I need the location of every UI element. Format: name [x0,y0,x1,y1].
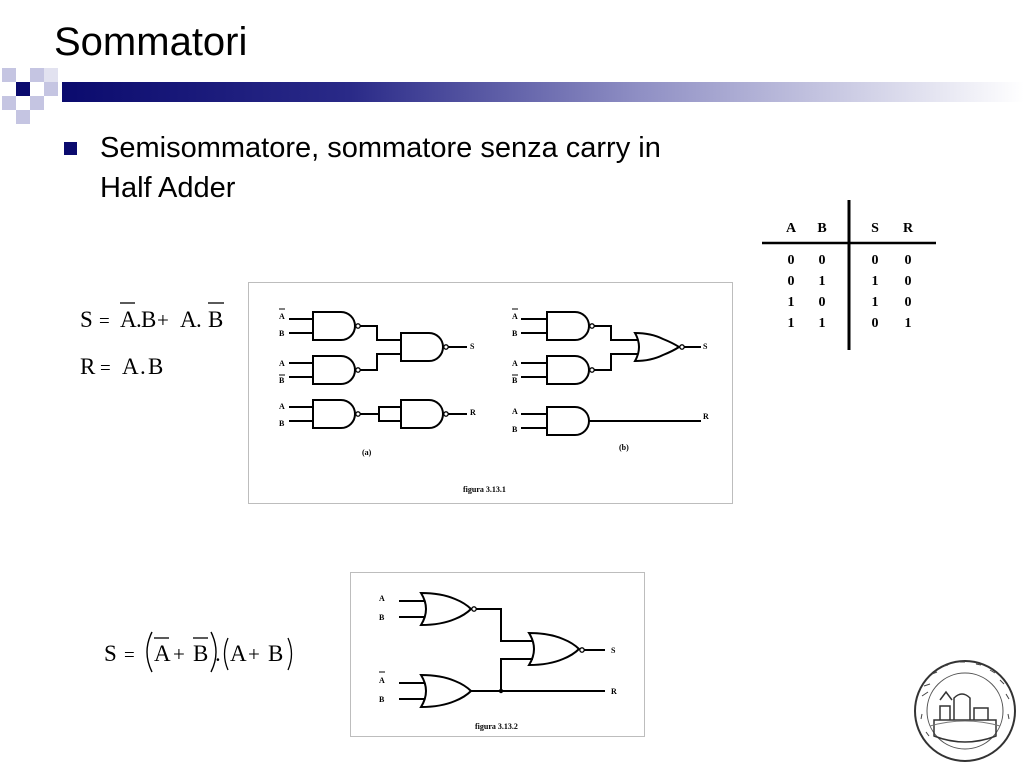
tt-cell: 0 [819,253,826,268]
tt-cell: 1 [905,316,912,331]
fig1-a-in6: B [279,419,285,428]
formula-sum-t1: A [120,307,137,332]
formula-alt-lhs: S [104,641,117,666]
formula-alt-eq: = [124,645,135,666]
fig1-a-out-s: S [470,342,475,351]
fig1-b-in6: B [512,425,518,434]
fig1-b-in3: A [512,359,518,368]
bullet-line-2: Half Adder [100,172,236,204]
formula-carry-t2: B [148,354,163,379]
formula-sum-t4: B [208,307,223,332]
fig1-b-out-s: S [703,342,708,351]
fig2-in3: A [379,676,385,685]
bullet-text: Semisommatore, sommatore senza carry in … [100,128,661,208]
fig1-b-in1: A [512,312,518,321]
university-seal-logo [914,660,1016,762]
tt-cell: 1 [872,274,879,289]
tt-cell: 0 [788,253,795,268]
formula-carry-eq: = [100,358,111,379]
fig1-b-in4: B [512,376,518,385]
fig1-a-in5: A [279,402,285,411]
tt-header-r: R [903,221,914,236]
figure-3-13-1-diagram: A B A B A B S R (a) A B A B A B S R (b) … [279,308,709,494]
formula-alt-t1: A [154,641,171,666]
fig2-out-r: R [611,687,617,696]
tt-header-b: B [817,221,826,236]
tt-cell: 0 [872,253,879,268]
formula-sum-dot2: . [196,307,202,332]
tt-header-s: S [871,221,879,236]
figure-3-13-1: A B A B A B S R (a) A B A B A B S R (b) … [248,282,733,504]
fig1-b-out-r: R [703,412,709,421]
bullet-marker [64,142,77,155]
formula-alt-dot: . [215,641,221,666]
header-decoration [2,68,1024,124]
fig1-b-in2: B [512,329,518,338]
slide-title: Sommatori [54,20,248,64]
fig1-sub-a: (a) [362,448,372,457]
fig1-a-out-r: R [470,408,476,417]
truth-table: A B S R 0 0 0 0 0 1 1 0 1 0 1 0 1 1 0 1 [762,200,936,350]
fig1-a-in4: B [279,376,285,385]
tt-cell: 1 [872,295,879,310]
fig2-caption: figura 3.13.2 [475,722,518,731]
formula-alt-t2: B [193,641,208,666]
formula-carry-t1: A [122,354,139,379]
figure-3-13-2: A B A B S R figura 3.13.2 [350,572,645,737]
fig1-a-in1: A [279,312,285,321]
tt-header-a: A [786,221,797,236]
formula-alt-plus2: + [248,642,260,666]
tt-cell: 0 [905,253,912,268]
formula-carry: R = A . B [80,354,163,379]
formula-sum: S = A . B + A . B [80,302,224,332]
formula-alt-t4: B [268,641,283,666]
formula-alt-t3: A [230,641,247,666]
formula-sum-plus: + [157,308,169,332]
formula-sum-alt: S = A + B . A + B [104,631,293,673]
tt-cell: 0 [872,316,879,331]
tt-cell: 1 [819,274,826,289]
tt-cell: 0 [905,274,912,289]
bullet-line-1: Semisommatore, sommatore senza carry in [100,132,661,164]
formula-sum-t2: B [141,307,156,332]
fig1-a-in3: A [279,359,285,368]
fig1-caption: figura 3.13.1 [463,485,506,494]
fig2-in4: B [379,695,385,704]
formula-carry-lhs: R [80,354,96,379]
fig1-sub-b: (b) [619,443,629,452]
formula-sum-t3: A [180,307,197,332]
tt-cell: 1 [819,316,826,331]
tt-cell: 0 [819,295,826,310]
fig2-in2: B [379,613,385,622]
figure-3-13-2-diagram: A B A B S R figura 3.13.2 [379,591,617,731]
tt-cell: 0 [905,295,912,310]
tt-cell: 1 [788,295,795,310]
formula-sum-lhs: S [80,307,93,332]
fig1-a-in2: B [279,329,285,338]
formula-carry-dot: . [140,354,146,379]
fig2-in1: A [379,594,385,603]
formula-sum-dot1: . [136,307,142,332]
tt-cell: 1 [788,316,795,331]
formula-sum-eq: = [99,311,110,332]
tt-cell: 0 [788,274,795,289]
formula-alt-plus1: + [173,642,185,666]
fig2-out-s: S [611,646,616,655]
fig1-b-in5: A [512,407,518,416]
